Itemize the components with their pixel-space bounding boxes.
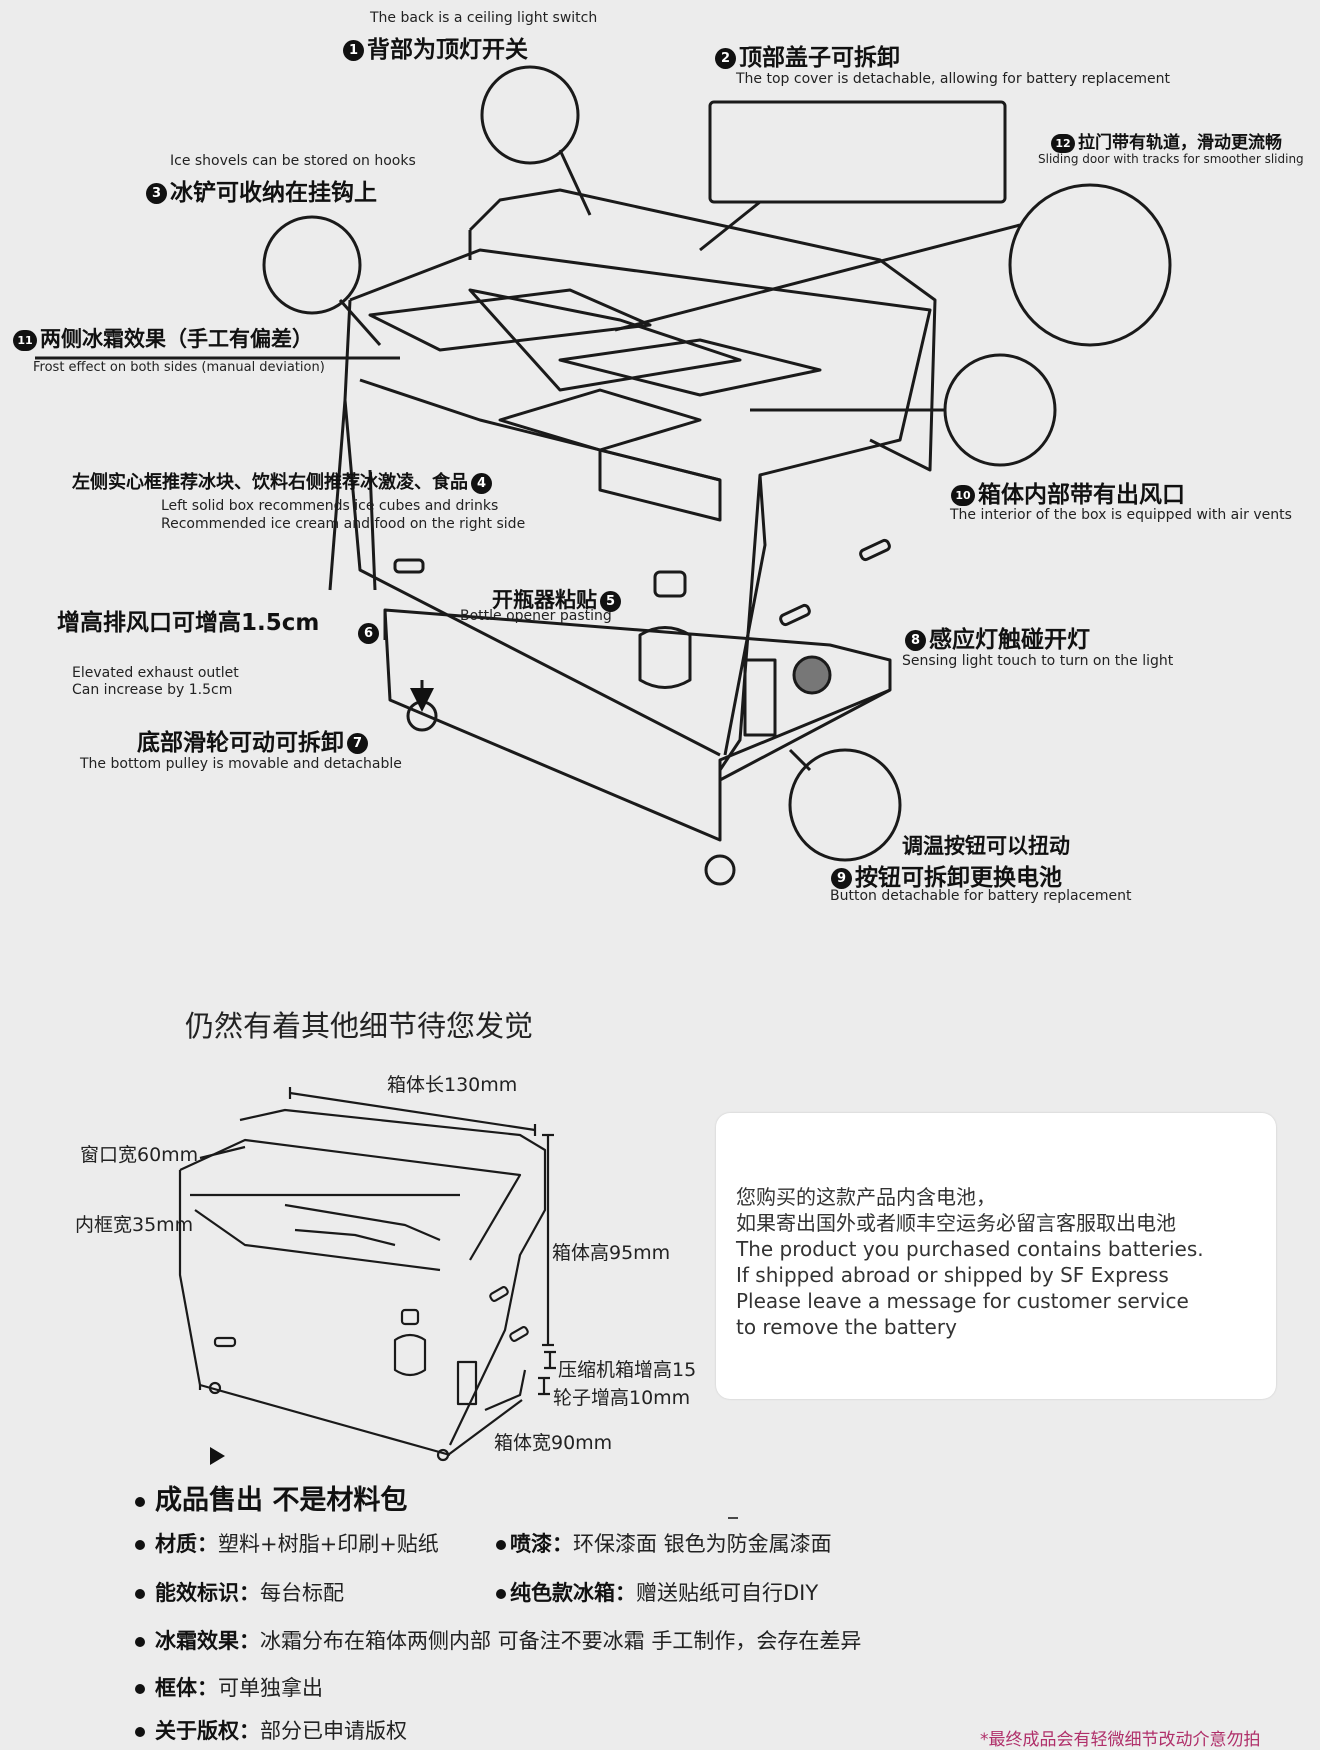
callout-number-badge: 6	[358, 623, 379, 644]
spec-label: 关于版权：	[155, 1719, 260, 1743]
bullet-icon	[496, 1540, 506, 1550]
details-heading: 仍然有着其他细节待您发觉	[185, 1009, 534, 1043]
spec-label: 材质：	[155, 1532, 218, 1556]
callout-9-chinese-top: 调温按钮可以扭动	[902, 834, 1070, 858]
callout-2-chinese: 顶部盖子可拆卸	[739, 45, 900, 71]
callout-8-chinese: 感应灯触碰开灯	[929, 627, 1090, 653]
callout-4-english-2: Recommended ice cream and food on the ri…	[161, 516, 526, 532]
bullet-icon	[135, 1727, 145, 1737]
bullet-icon	[135, 1496, 145, 1507]
callout-6-chinese: 增高排风口可增高1.5cm	[57, 610, 320, 636]
callout-3-chinese: 冰铲可收纳在挂钩上	[170, 180, 377, 206]
callout-1-chinese: 背部为顶灯开关	[367, 37, 528, 63]
notice-en-4: to remove the battery	[736, 1315, 957, 1339]
dim-width: 箱体宽90mm	[494, 1432, 613, 1454]
callout-7-chinese: 底部滑轮可动可拆卸	[137, 730, 344, 756]
notice-en-2: If shipped abroad or shipped by SF Expre…	[736, 1263, 1169, 1287]
spec-value: 部分已申请版权	[260, 1719, 407, 1743]
callout-4-english-1: Left solid box recommends ice cubes and …	[161, 498, 499, 514]
spec-paint: 喷漆：环保漆面 银色为防金属漆面	[496, 1528, 832, 1558]
bullet-icon	[135, 1589, 145, 1599]
spec-frost: 冰霜效果：冰霜分布在箱体两侧内部 可备注不要冰霜 手工制作，会存在差异	[135, 1625, 861, 1655]
callout-number-badge: 3	[146, 183, 167, 204]
callout-number-badge: 4	[471, 472, 492, 494]
battery-notice-card: 您购买的这款产品内含电池， 如果寄出国外或者顺丰空运务必留言客服取出电池 The…	[716, 1113, 1276, 1399]
callout-4-chinese: 左侧实心框推荐冰块、饮料右侧推荐冰激凌、食品	[72, 472, 468, 493]
callout-number-badge: 5	[600, 590, 621, 612]
spec-material: 材质：塑料+树脂+印刷+贴纸	[135, 1528, 439, 1558]
dim-inner: 内框宽35mm	[75, 1214, 194, 1236]
spec-value: 每台标配	[260, 1581, 344, 1605]
spec-solid-color: 纯色款冰箱：赠送贴纸可自行DIY	[496, 1577, 818, 1607]
callout-number-badge: 12	[1051, 133, 1075, 153]
spec-label: 框体：	[155, 1676, 218, 1700]
footnote: *最终成品会有轻微细节改动介意勿拍	[980, 1730, 1261, 1750]
spec-label: 喷漆：	[510, 1532, 573, 1556]
specs-headline: 成品售出 不是材料包	[135, 1478, 407, 1517]
notice-en-1: The product you purchased contains batte…	[736, 1237, 1204, 1261]
notice-cn-1: 您购买的这款产品内含电池，	[736, 1185, 996, 1209]
callout-10-english: The interior of the box is equipped with…	[950, 507, 1292, 523]
spec-value: 赠送贴纸可自行DIY	[636, 1581, 819, 1605]
callout-9-english: Button detachable for battery replacemen…	[830, 888, 1132, 904]
callout-12-chinese: 拉门带有轨道，滑动更流畅	[1078, 133, 1282, 153]
callout-6-english-1: Elevated exhaust outlet	[72, 665, 239, 681]
bullet-icon	[496, 1589, 506, 1599]
callout-number-badge: 10	[951, 485, 975, 506]
callout-number-badge: 8	[905, 630, 926, 651]
dim-height: 箱体高95mm	[552, 1242, 671, 1264]
callout-5-english: Bottle opener pasting	[460, 608, 612, 624]
callout-2-english: The top cover is detachable, allowing fo…	[736, 71, 1170, 87]
callout-12-english: Sliding door with tracks for smoother sl…	[1038, 152, 1304, 166]
callout-number-badge: 11	[13, 329, 37, 351]
bullet-icon	[135, 1540, 145, 1550]
dim-window: 窗口宽60mm	[80, 1144, 199, 1166]
callout-11-english: Frost effect on both sides (manual devia…	[33, 360, 325, 375]
spec-value: 塑料+树脂+印刷+贴纸	[218, 1532, 439, 1556]
callout-number-badge: 1	[343, 40, 364, 61]
callout-8-english: Sensing light touch to turn on the light	[902, 653, 1174, 669]
callout-7-english: The bottom pulley is movable and detacha…	[80, 756, 402, 772]
bullet-icon	[135, 1637, 145, 1647]
callout-number-badge: 9	[831, 868, 852, 889]
callout-number-badge: 2	[715, 48, 736, 69]
dim-wheel: 轮子增高10mm	[553, 1387, 691, 1409]
spec-label: 纯色款冰箱：	[510, 1581, 636, 1605]
spec-copyright: 关于版权：部分已申请版权	[135, 1715, 407, 1745]
specs-headline-text: 成品售出 不是材料包	[155, 1485, 408, 1516]
bullet-icon	[135, 1684, 145, 1694]
callout-number-badge: 7	[347, 733, 368, 754]
callout-10-chinese: 箱体内部带有出风口	[978, 482, 1185, 508]
callout-6-badge: 6	[355, 623, 382, 644]
spec-value: 冰霜分布在箱体两侧内部 可备注不要冰霜 手工制作，会存在差异	[260, 1629, 862, 1653]
callout-3-english: Ice shovels can be stored on hooks	[170, 153, 416, 169]
dim-length: 箱体长130mm	[387, 1074, 518, 1096]
spec-value: 环保漆面 银色为防金属漆面	[573, 1532, 832, 1556]
callout-9-chinese: 按钮可拆卸更换电池	[855, 865, 1062, 891]
spec-frame: 框体：可单独拿出	[135, 1672, 323, 1702]
callout-5-chinese: 开瓶器粘贴	[492, 588, 597, 612]
spec-label: 冰霜效果：	[155, 1629, 260, 1653]
notice-cn-2: 如果寄出国外或者顺丰空运务必留言客服取出电池	[736, 1211, 1176, 1235]
spec-energy: 能效标识：每台标配	[135, 1577, 344, 1607]
spec-value: 可单独拿出	[218, 1676, 323, 1700]
callout-6-english-2: Can increase by 1.5cm	[72, 682, 233, 698]
dim-compressor: 压缩机箱增高15	[558, 1359, 697, 1381]
notice-en-3: Please leave a message for customer serv…	[736, 1289, 1189, 1313]
callout-1-english: The back is a ceiling light switch	[370, 10, 598, 26]
spec-label: 能效标识：	[155, 1581, 260, 1605]
callout-11-chinese: 两侧冰霜效果（手工有偏差）	[40, 327, 313, 351]
